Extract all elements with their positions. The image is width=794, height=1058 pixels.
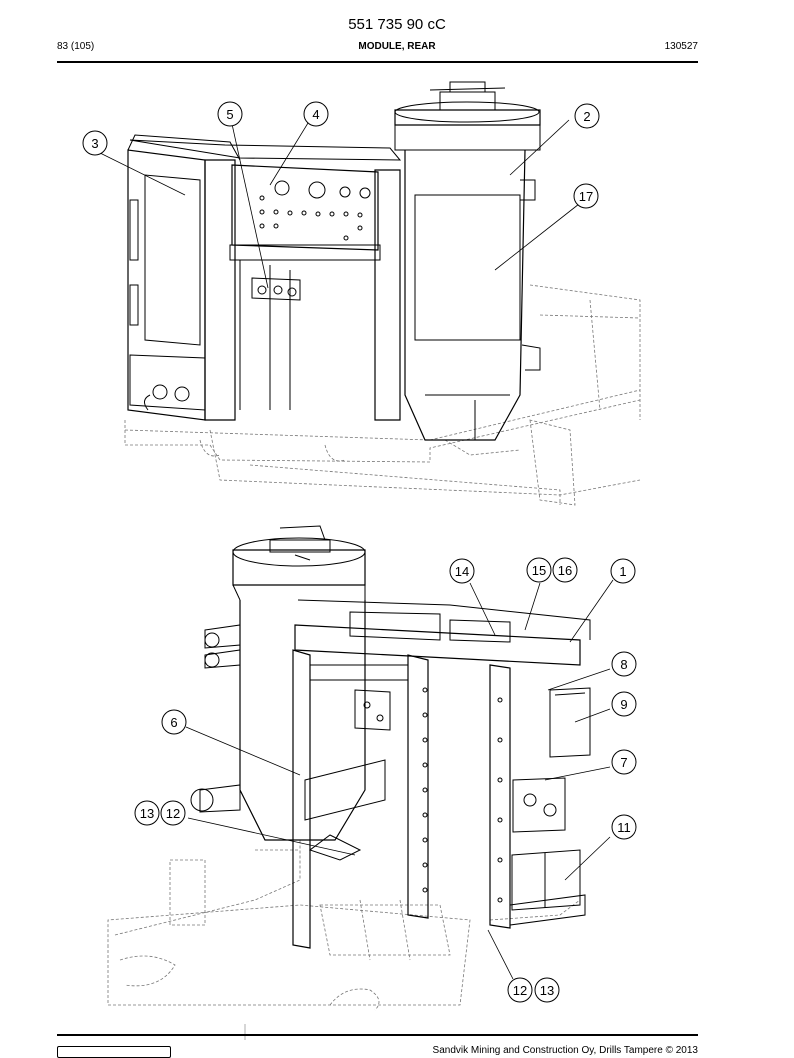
svg-text:8: 8 xyxy=(620,657,627,672)
page-title: MODULE, REAR xyxy=(358,41,436,52)
callout-bubbles: 2 3 4 5 17 14 15 16 xyxy=(82,101,637,1003)
callout-4: 4 xyxy=(303,101,329,127)
callout-11: 11 xyxy=(611,814,637,840)
svg-text:13: 13 xyxy=(540,983,554,998)
lower-assembly-drawing xyxy=(107,525,591,1011)
callout-12-upper: 12 xyxy=(160,800,186,826)
callout-13-upper: 13 xyxy=(134,800,160,826)
callout-15: 15 xyxy=(526,557,552,583)
upper-chassis-dashed xyxy=(124,284,641,506)
svg-text:5: 5 xyxy=(226,107,233,122)
svg-text:13: 13 xyxy=(140,806,154,821)
date-code: 130527 xyxy=(664,41,698,52)
callout-5: 5 xyxy=(217,101,243,127)
leader-lines xyxy=(93,119,614,980)
header-rule xyxy=(57,61,698,63)
svg-text:14: 14 xyxy=(455,564,469,579)
svg-text:15: 15 xyxy=(532,563,546,578)
callout-14: 14 xyxy=(449,558,475,584)
callout-6: 6 xyxy=(161,709,187,735)
svg-text:12: 12 xyxy=(166,806,180,821)
callout-8: 8 xyxy=(611,651,637,677)
svg-text:7: 7 xyxy=(620,755,627,770)
sandvik-logo xyxy=(57,1046,171,1058)
callout-12-lower: 12 xyxy=(507,977,533,1003)
callout-7: 7 xyxy=(611,749,637,775)
callout-13-lower: 13 xyxy=(534,977,560,1003)
callout-9: 9 xyxy=(611,691,637,717)
callout-2: 2 xyxy=(574,103,600,129)
svg-text:12: 12 xyxy=(513,983,527,998)
document-code: 551 735 90 cC xyxy=(348,16,446,33)
footer-rule xyxy=(57,1034,698,1036)
svg-text:2: 2 xyxy=(583,109,590,124)
callout-17: 17 xyxy=(573,183,599,209)
svg-text:9: 9 xyxy=(620,697,627,712)
callout-16: 16 xyxy=(552,557,578,583)
svg-text:6: 6 xyxy=(170,715,177,730)
svg-text:17: 17 xyxy=(579,189,593,204)
page-number: 83 (105) xyxy=(57,41,95,52)
svg-text:11: 11 xyxy=(617,820,631,835)
svg-text:16: 16 xyxy=(558,563,572,578)
svg-text:4: 4 xyxy=(312,107,319,122)
footer-copyright: Sandvik Mining and Construction Oy, Dril… xyxy=(432,1045,698,1056)
callout-3: 3 xyxy=(82,130,108,156)
svg-text:3: 3 xyxy=(91,136,98,151)
upper-assembly-drawing xyxy=(124,81,641,506)
svg-text:1: 1 xyxy=(619,564,626,579)
callout-1: 1 xyxy=(610,558,636,584)
